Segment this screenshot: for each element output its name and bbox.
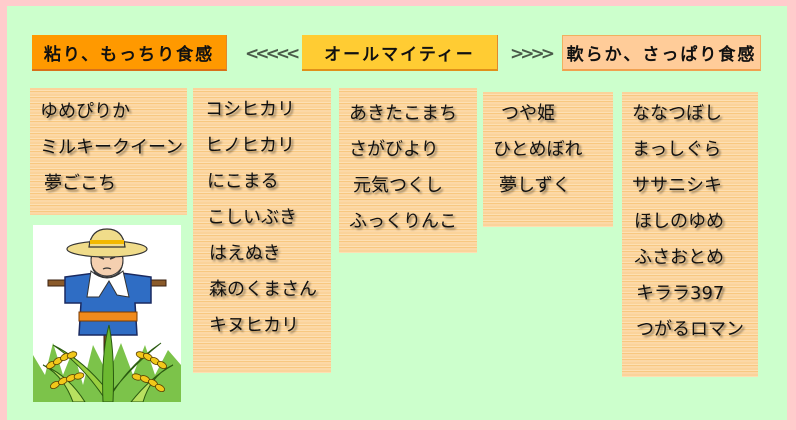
- allround-header: オールマイティー: [302, 35, 498, 71]
- variety-item: さがびより: [349, 139, 439, 160]
- variety-item: キララ397: [636, 283, 725, 304]
- variety-item: つや姫: [501, 103, 555, 124]
- variety-item: ふさおとめ: [634, 247, 724, 268]
- scarecrow-rice-field-icon: [33, 225, 181, 404]
- variety-column-allround-light: つや姫 ひとめぼれ 夢しずく: [483, 92, 613, 227]
- variety-item: あきたこまち: [349, 103, 457, 124]
- variety-column-allround: あきたこまち さがびより 元気つくし ふっくりんこ: [339, 88, 477, 253]
- variety-column-sticky: ゆめぴりか ミルキークイーン 夢ごこち: [30, 88, 187, 215]
- variety-item: コシヒカリ: [205, 99, 295, 120]
- variety-column-light: ななつぼし まっしぐら ササニシキ ほしのゆめ ふさおとめ キララ397 つがる…: [622, 92, 758, 377]
- variety-item: 元気つくし: [353, 175, 443, 196]
- variety-item: にこまる: [207, 171, 279, 192]
- sticky-texture-header: 粘り、もっちり食感: [32, 35, 227, 71]
- variety-item: ヒノヒカリ: [205, 135, 295, 156]
- variety-item: ふっくりんこ: [349, 211, 457, 232]
- variety-item: 夢しずく: [499, 175, 571, 196]
- variety-column-sticky-mid: コシヒカリ ヒノヒカリ にこまる こしいぶき はえぬき 森のくまさん キヌヒカリ: [193, 88, 331, 373]
- variety-item: ミルキークイーン: [40, 137, 184, 158]
- variety-item: まっしぐら: [632, 139, 722, 160]
- chart-frame: 粘り、もっちり食感 <<<<< オールマイティー >>>> 軟らか、さっぱり食感…: [7, 6, 787, 420]
- left-arrows-icon: <<<<<: [245, 44, 300, 64]
- variety-item: ゆめぴりか: [40, 101, 130, 122]
- variety-item: 森のくまさん: [209, 279, 317, 300]
- light-texture-header: 軟らか、さっぱり食感: [562, 35, 761, 71]
- variety-item: ひとめぼれ: [493, 139, 583, 160]
- variety-item: ななつぼし: [632, 103, 722, 124]
- variety-item: つがるロマン: [636, 319, 744, 340]
- variety-item: ササニシキ: [632, 175, 722, 196]
- variety-item: キヌヒカリ: [209, 315, 299, 336]
- variety-item: ほしのゆめ: [634, 211, 724, 232]
- variety-item: こしいぶき: [207, 207, 297, 228]
- right-arrows-icon: >>>>: [510, 44, 555, 64]
- variety-item: はえぬき: [209, 243, 281, 264]
- variety-item: 夢ごこち: [44, 173, 116, 194]
